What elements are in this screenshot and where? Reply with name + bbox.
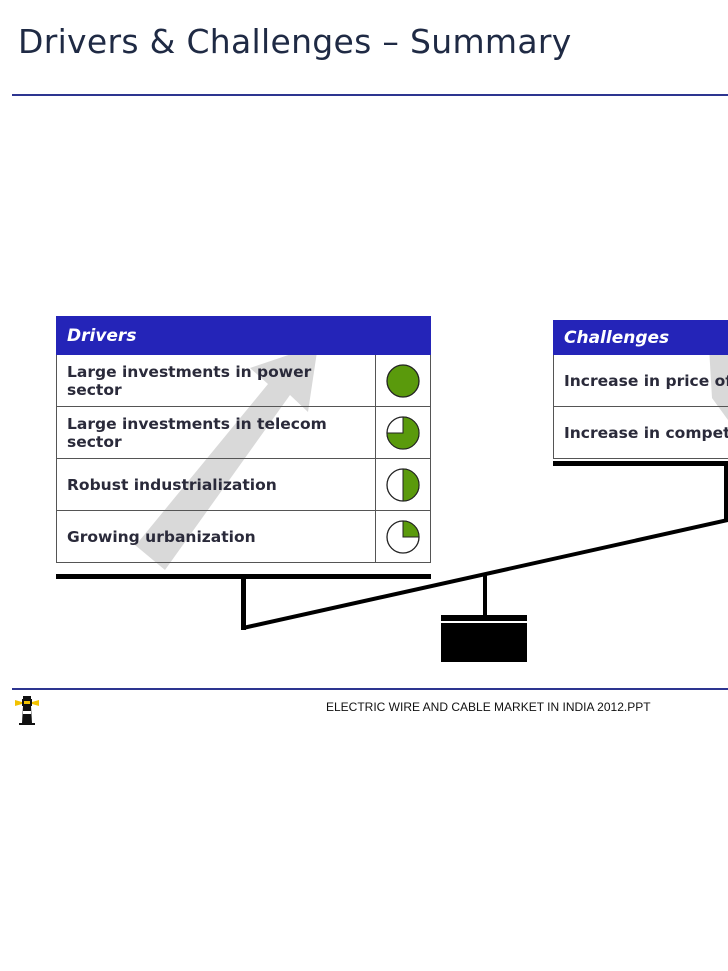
left-tray xyxy=(56,574,431,579)
table-row: Growing urbanization xyxy=(55,510,431,563)
lighthouse-logo-icon xyxy=(15,696,39,725)
challenge-label: Increase in price of ra xyxy=(553,354,728,407)
challenges-header: Challenges xyxy=(553,320,728,355)
left-hanger xyxy=(241,578,246,630)
right-tray xyxy=(553,461,728,466)
title-divider xyxy=(12,94,728,96)
table-row: Large investments in telecom sector xyxy=(55,406,431,459)
full-circle-icon xyxy=(375,354,431,407)
table-row: Increase in price of ra xyxy=(553,354,728,407)
quarter-circle-icon xyxy=(375,510,431,563)
driver-label: Robust industrialization xyxy=(55,458,377,511)
table-row: Robust industrialization xyxy=(55,458,431,511)
challenge-label: Increase in competiti xyxy=(553,406,728,459)
table-row: Increase in competiti xyxy=(553,406,728,459)
balance-beam xyxy=(242,518,728,630)
driver-label: Large investments in power sector xyxy=(55,354,377,407)
footer-text: ELECTRIC WIRE AND CABLE MARKET IN INDIA … xyxy=(326,700,651,714)
three-quarter-circle-icon xyxy=(375,406,431,459)
drivers-header: Drivers xyxy=(56,316,431,355)
harvey-fill xyxy=(386,415,420,449)
driver-label: Growing urbanization xyxy=(55,510,377,563)
footer-divider xyxy=(12,688,728,690)
challenges-panel: Challenges Increase in price of ra Incre… xyxy=(553,320,728,465)
harvey-fill xyxy=(402,467,420,502)
driver-label: Large investments in telecom sector xyxy=(55,406,377,459)
drivers-table: Drivers Large investments in power secto… xyxy=(55,316,431,563)
challenges-header-row: Challenges xyxy=(553,320,728,355)
fulcrum-post xyxy=(483,575,487,615)
harvey-fill xyxy=(402,519,420,537)
half-circle-icon xyxy=(375,458,431,511)
right-hanger xyxy=(724,466,728,520)
drivers-header-row: Drivers xyxy=(56,316,431,355)
challenges-table: Challenges Increase in price of ra Incre… xyxy=(553,320,728,459)
table-row: Large investments in power sector xyxy=(55,354,431,407)
page-title: Drivers & Challenges – Summary xyxy=(18,22,572,61)
